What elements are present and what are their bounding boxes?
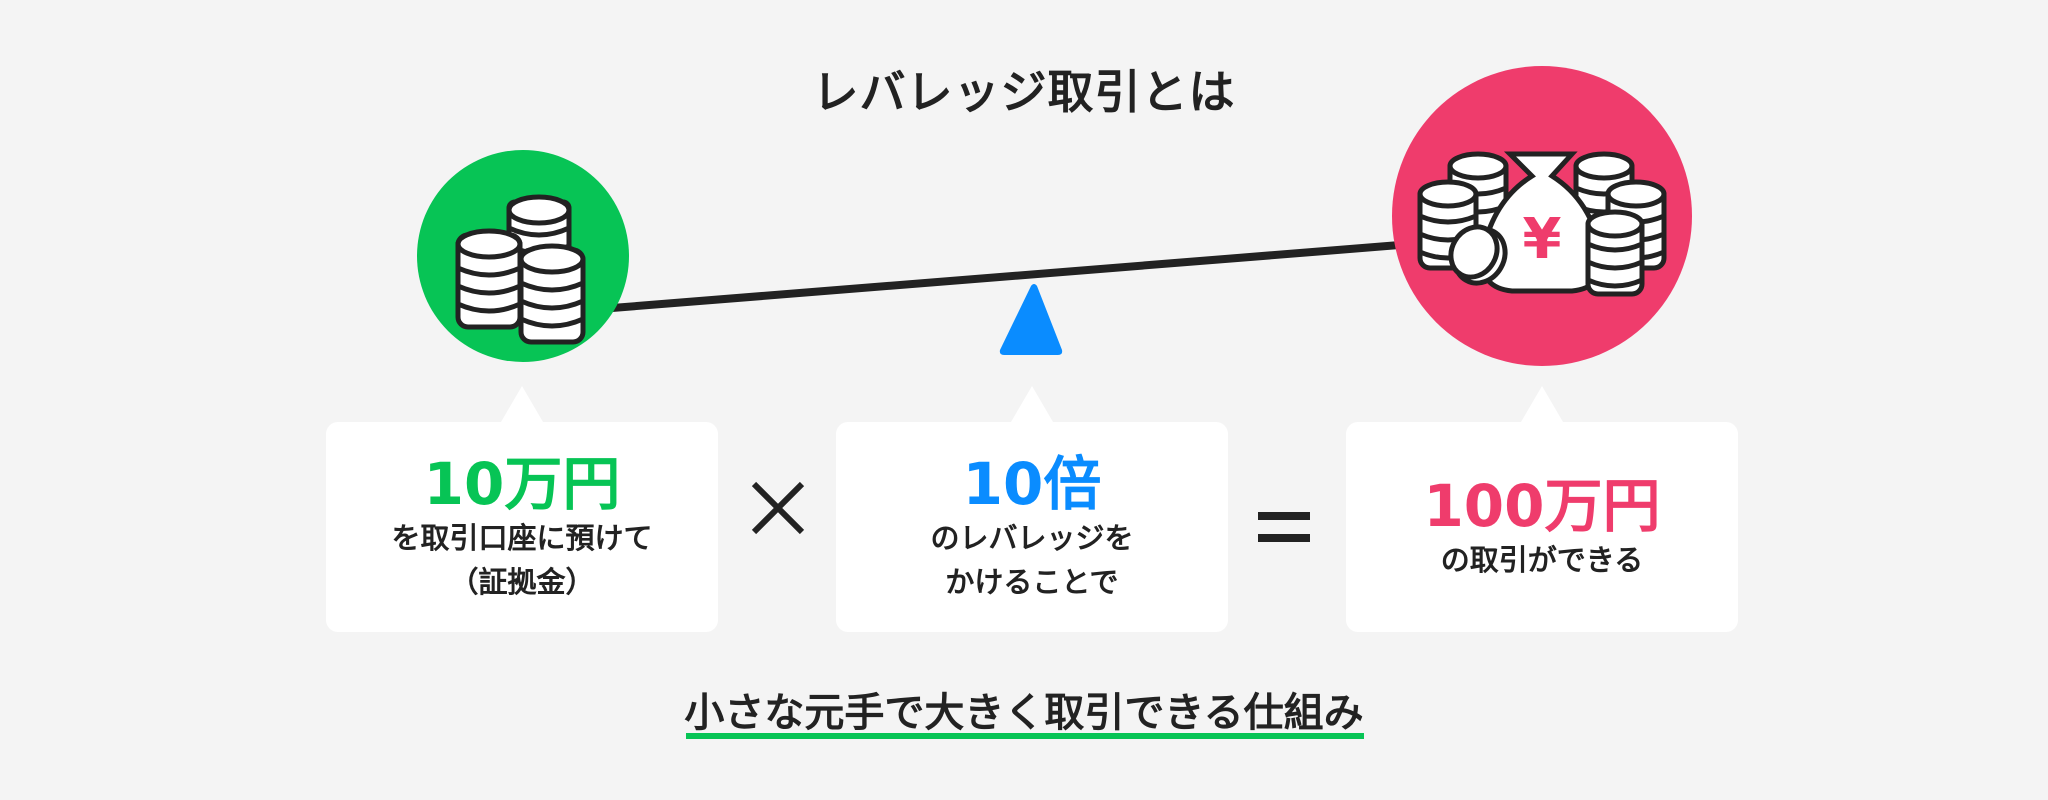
multiply-icon [750, 480, 806, 536]
deposit-box: 10万円 を取引口座に預けて （証拠金） [326, 386, 718, 632]
money-bag-yen-icon: ¥ [1392, 66, 1692, 366]
equals-icon [1258, 512, 1312, 544]
trade-circle: ¥ [1392, 66, 1692, 366]
box-pointer [1521, 386, 1563, 422]
seesaw-beam [611, 241, 1401, 312]
deposit-desc-line2: （証拠金） [449, 565, 595, 599]
deposit-amount: 10万円 [423, 450, 621, 518]
leverage-multiplier: 10倍 [962, 450, 1102, 518]
leverage-box: 10倍 のレバレッジを かけることで [836, 386, 1228, 632]
leverage-desc-line2: かけることで [945, 565, 1119, 599]
result-desc-line1: の取引ができる [1440, 543, 1644, 577]
caption-underline [686, 733, 1364, 739]
coin-stacks-icon [417, 150, 629, 362]
leverage-desc-line1: のレバレッジを [930, 521, 1134, 555]
yen-symbol: ¥ [1523, 207, 1562, 272]
box-pointer [1011, 386, 1053, 422]
trade-amount: 100万円 [1423, 472, 1661, 540]
page-title: レバレッジ取引とは [812, 65, 1236, 119]
deposit-circle [417, 150, 629, 362]
deposit-desc-line1: を取引口座に預けて [391, 521, 653, 555]
triangle-fulcrum-icon [999, 284, 1063, 355]
summary-caption: 小さな元手で大きく取引できる仕組み [684, 690, 1364, 736]
box-pointer [501, 386, 543, 422]
result-box: 100万円 の取引ができる [1346, 386, 1738, 632]
